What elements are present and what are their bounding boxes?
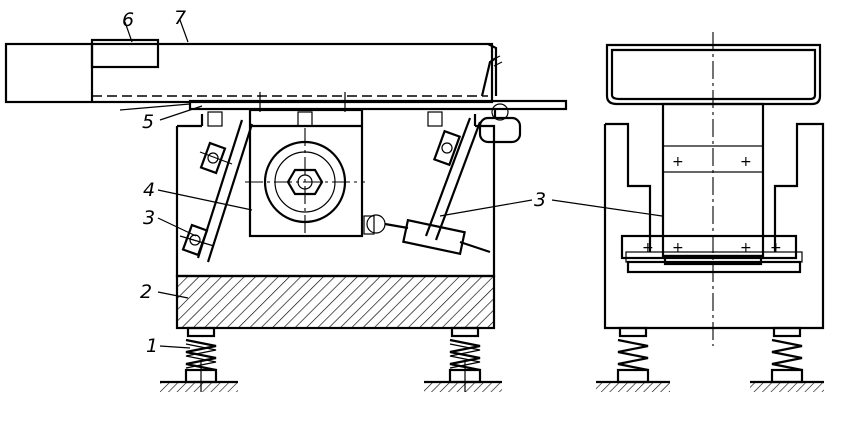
right-foot-spring [424, 326, 502, 392]
side-view [4, 19, 663, 392]
end-left-foot [596, 326, 670, 392]
svg-text:+: + [672, 154, 684, 170]
label-1: 1 [146, 335, 158, 357]
label-2: 2 [140, 281, 152, 303]
right-spring-link [363, 117, 491, 256]
mounting-bolts [207, 92, 443, 127]
leader-lines [124, 19, 663, 349]
end-view: + + + + + + [596, 32, 825, 392]
svg-text:+: + [672, 240, 684, 256]
label-3-right: 3 [534, 189, 546, 211]
end-right-foot [750, 326, 824, 392]
label-3-left: 3 [143, 207, 155, 229]
support-plate [119, 99, 568, 111]
clamp [478, 55, 522, 144]
svg-text:+: + [740, 154, 752, 170]
label-5: 5 [142, 111, 154, 133]
label-4: 4 [143, 179, 155, 201]
drive-unit [90, 38, 160, 69]
left-foot-spring [160, 326, 238, 392]
counterweight-block [175, 274, 496, 330]
label-7: 7 [174, 7, 186, 29]
end-vibrator-body: + + + + + + [620, 102, 798, 266]
end-frame [603, 122, 825, 330]
vibrator-body [245, 108, 365, 238]
svg-text:+: + [740, 240, 752, 256]
trough [4, 42, 498, 104]
svg-text:+: + [770, 240, 782, 256]
label-6: 6 [122, 9, 134, 31]
svg-text:+: + [642, 240, 654, 256]
left-spring-link [179, 119, 254, 263]
trough-section [605, 43, 822, 106]
